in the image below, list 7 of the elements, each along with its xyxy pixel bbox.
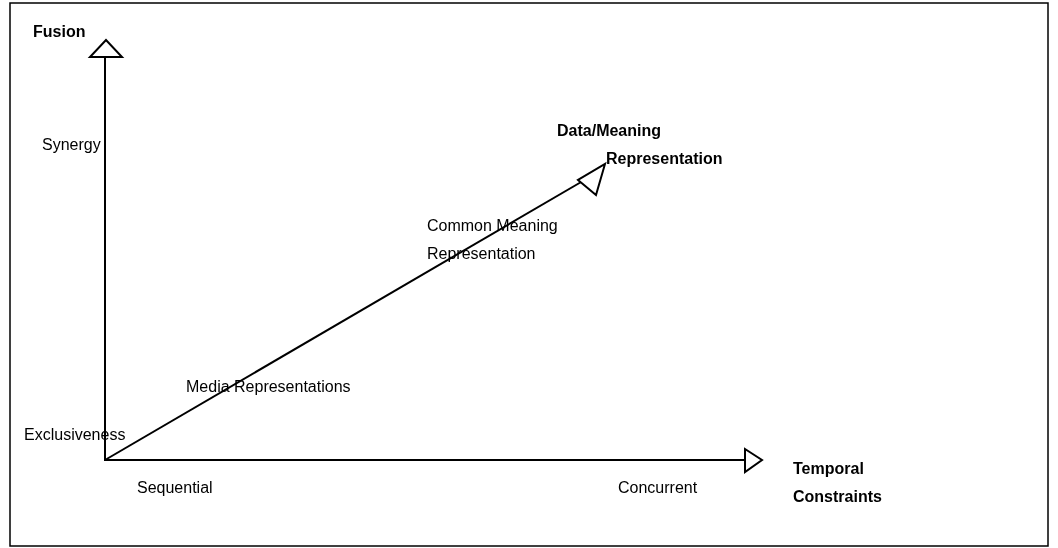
axis-title: Temporal Constraints: [793, 459, 883, 507]
axis-title: Fusion: [33, 22, 86, 42]
axis-title: Data/Meaning Representation: [557, 121, 724, 169]
axis-value-label: Synergy: [42, 135, 101, 155]
axis-value-label: Sequential: [137, 478, 213, 498]
axis-value-label: Concurrent: [618, 478, 698, 498]
axis-value-label: Media Representations: [186, 377, 351, 397]
